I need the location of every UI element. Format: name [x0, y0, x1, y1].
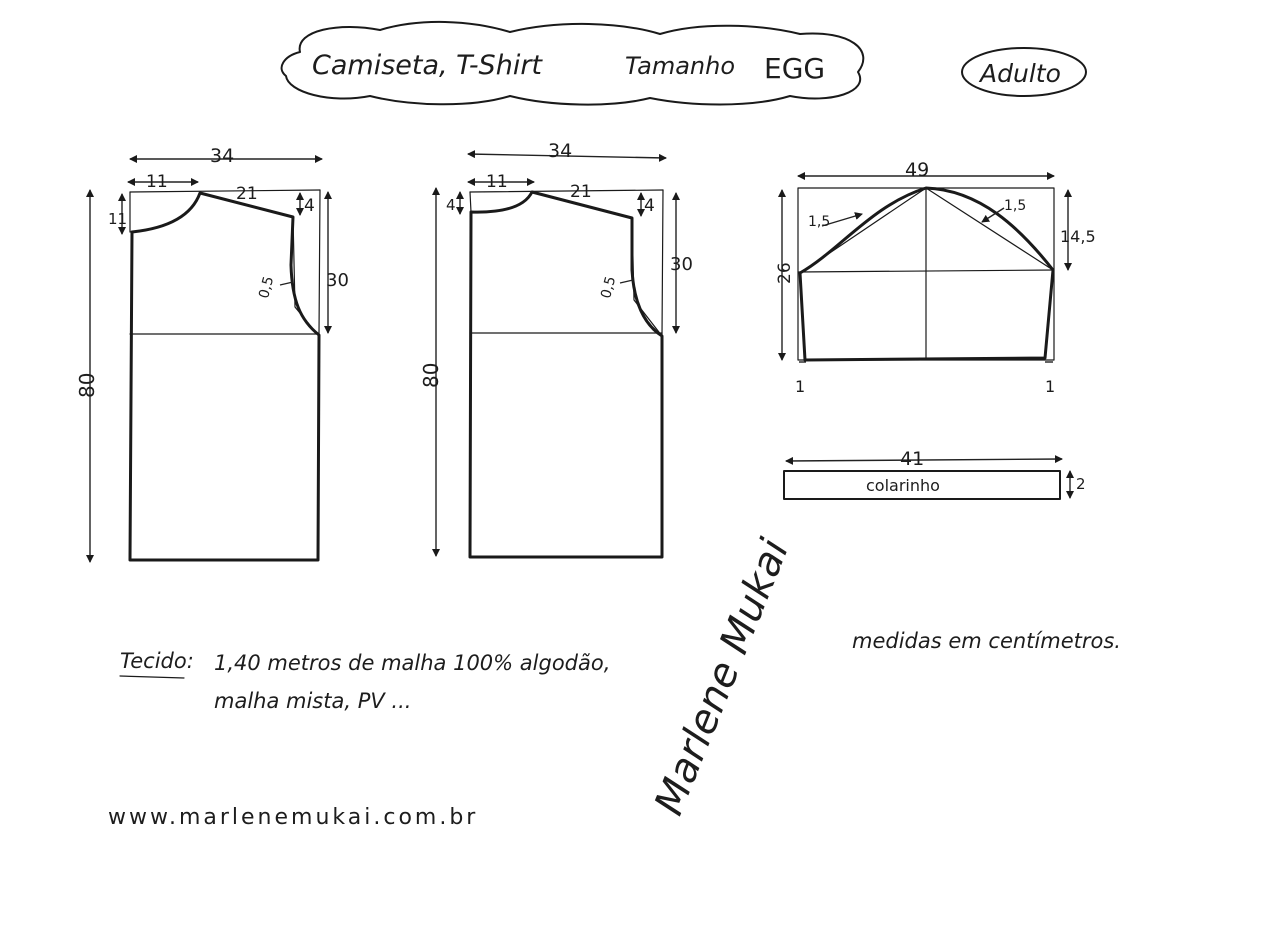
category-badge: Adulto: [961, 47, 1087, 97]
fabric-line-1: 1,40 metros de malha 100% algodão,: [214, 651, 610, 675]
units-note: medidas em centímetros.: [852, 629, 1121, 653]
sleeve-cap-left-marker: [821, 212, 863, 227]
category-badge-outline: [961, 47, 1087, 97]
sleeve-hem-right-label: 1: [1045, 377, 1055, 396]
size-value: EGG: [764, 52, 825, 85]
back-left-guide: [469, 191, 472, 213]
back-length-label: 80: [419, 363, 443, 388]
back-pattern: 34 11 21 4 4 0,5 30 80: [419, 140, 693, 559]
front-armhole-curve-label: 0,5: [256, 275, 277, 301]
sleeve-cap-base-line: [797, 269, 1055, 273]
collar-width-label: 2: [1076, 475, 1086, 493]
size-label: Tamanho: [625, 52, 735, 80]
back-armhole-curve-tick: [619, 279, 634, 284]
back-top-guide: [469, 189, 664, 193]
sleeve-cap-right-marker: [981, 207, 1005, 223]
back-outline: [468, 190, 664, 559]
website-text: www.marlenemukai.com.br: [108, 805, 478, 830]
front-armhole-curve-tick: [279, 281, 294, 286]
front-length-label: 80: [75, 373, 99, 398]
collar-length-label: 41: [900, 448, 924, 470]
back-armhole-guide: [631, 217, 663, 337]
front-shoulder-label: 21: [236, 184, 258, 204]
front-shoulder-drop-label: 4: [304, 196, 315, 216]
front-neck-depth-label: 11: [108, 210, 127, 228]
collar-strip: [783, 470, 1061, 500]
sleeve-width-label: 49: [905, 159, 929, 181]
back-shoulder-label: 21: [570, 182, 592, 202]
fabric-line-2: malha mista, PV ...: [214, 689, 411, 713]
title-cloud-outline: [280, 21, 865, 106]
collar-length-arrow: [785, 455, 1063, 465]
fabric-label: Tecido:: [120, 649, 194, 673]
front-armhole-depth-label: 30: [326, 270, 349, 291]
category-text: Adulto: [978, 59, 1061, 88]
collar-pattern: 41 colarinho 2: [783, 448, 1086, 500]
signature: Marlene Mukai: [646, 533, 798, 821]
back-width-arrow: [467, 150, 667, 162]
title-text: Camiseta, T-Shirt: [312, 50, 543, 81]
front-right-guide: [318, 189, 321, 336]
sleeve-cap-height-label: 14,5: [1060, 227, 1096, 246]
back-width-label: 34: [548, 140, 572, 162]
back-neck-width-label: 11: [486, 172, 508, 192]
notes: medidas em centímetros. Tecido: 1,40 met…: [108, 629, 1121, 830]
fabric-label-underline: [119, 675, 185, 679]
front-pattern: 34 11 21 11 4 0,5 30 80: [75, 145, 349, 563]
collar-label: colarinho: [866, 476, 940, 495]
sleeve-pattern: 49 1,5 1,5 14,5 26 1 1: [775, 159, 1096, 396]
front-outline: [128, 191, 321, 562]
sleeve-cap-guide-right: [925, 187, 1054, 271]
front-top-guide: [129, 189, 321, 193]
back-right-guide: [661, 189, 664, 337]
sleeve-outline: [798, 186, 1055, 362]
sleeve-hem-left-label: 1: [795, 377, 805, 396]
signature-text: Marlene Mukai: [646, 533, 798, 821]
title-banner: Camiseta, T-Shirt Tamanho EGG: [280, 21, 865, 106]
sleeve-cap-right-label: 1,5: [1004, 198, 1026, 214]
back-neck-depth-label: 4: [446, 196, 456, 214]
back-armhole-depth-label: 30: [670, 254, 693, 275]
front-neck-width-label: 11: [146, 172, 168, 192]
front-armhole-guide: [292, 216, 319, 336]
sleeve-cap-left-label: 1,5: [808, 214, 830, 230]
back-shoulder-drop-label: 4: [644, 196, 655, 216]
front-width-label: 34: [210, 145, 234, 167]
sleeve-length-label: 26: [775, 262, 795, 284]
back-armhole-curve-label: 0,5: [598, 275, 619, 301]
